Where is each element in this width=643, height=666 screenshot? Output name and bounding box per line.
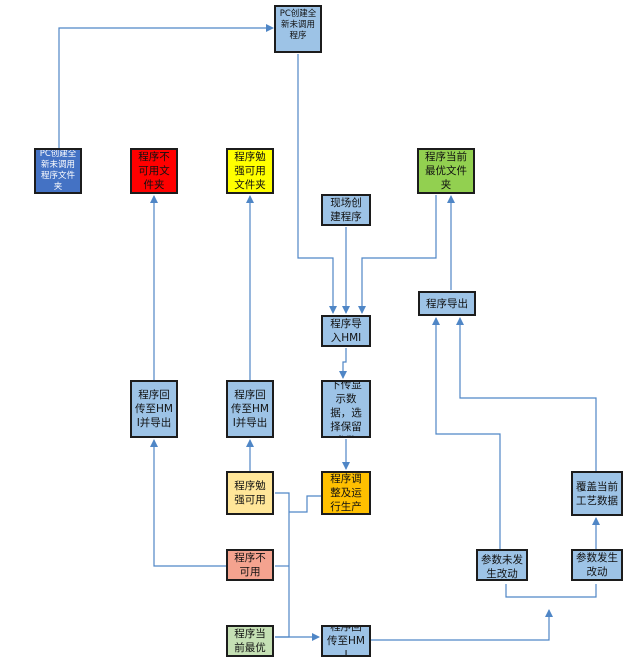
best-program-folder-label: 程序当前最优文件夹 [425, 151, 467, 191]
current-best-box: 程序当前最优 [226, 625, 274, 657]
import-hmi-box: 程序导入HMI [321, 315, 371, 347]
unusable-label: 程序不可用 [234, 552, 266, 578]
connector-import-to-download [339, 348, 347, 379]
current-best-label: 程序当前最优 [234, 628, 266, 654]
pc-new-program-folder-label: PC创建全新未调用程序文件夹 [39, 149, 77, 192]
connector-unusable-to-upload-left [150, 439, 226, 567]
overwrite-params-box: 覆盖当前工艺数据 [571, 471, 623, 516]
pc-create-new-program-label: PC创建全新未调用程序 [279, 9, 317, 41]
program-export-label: 程序导出 [426, 297, 468, 310]
upload-export-mid-box: 程序回传至HMI并导出 [226, 380, 274, 438]
params-unchanged-label: 参数未发生改动 [481, 554, 523, 580]
barely-usable-box: 程序勉强可用 [226, 471, 274, 515]
onsite-create-program-label: 现场创建程序 [330, 197, 362, 223]
connector-overwrite-to-export [456, 317, 597, 471]
best-program-folder-box: 程序当前最优文件夹 [417, 148, 475, 194]
connector-pc-folder-to-pc-create [58, 24, 274, 148]
download-prompt-box: 下传显示数据，选择保留参数 [321, 380, 371, 438]
params-changed-label: 参数发生改动 [576, 552, 618, 578]
adjust-run-production-box: 程序调整及运行生产 [321, 471, 371, 515]
connector-adjust-to-bracket [289, 495, 321, 513]
upload-export-left-box: 程序回传至HMI并导出 [130, 380, 178, 438]
connector-best-folder-to-import [358, 195, 437, 314]
pc-create-new-program-box: PC创建全新未调用程序 [274, 5, 322, 53]
upload-export-mid-label: 程序回传至HMI并导出 [231, 389, 269, 429]
connector-upload-hmi-to-params [371, 609, 553, 641]
overwrite-params-label: 覆盖当前工艺数据 [576, 480, 618, 507]
import-hmi-label: 程序导入HMI [330, 318, 362, 344]
download-prompt-label: 下传显示数据，选择保留参数 [330, 380, 362, 436]
connector-pc-create-to-import [297, 54, 337, 314]
barely-usable-folder-label: 程序勉强可用文件夹 [234, 151, 266, 191]
params-unchanged-box: 参数未发生改动 [476, 549, 528, 581]
upload-hmi-label: 程序回传至HMI [327, 625, 365, 657]
program-export-box: 程序导出 [418, 291, 476, 316]
barely-usable-folder-box: 程序勉强可用文件夹 [226, 148, 274, 194]
upload-hmi-box: 程序回传至HMI [321, 625, 371, 657]
unusable-folder-label: 程序不可用文件夹 [138, 151, 170, 191]
onsite-create-program-box: 现场创建程序 [321, 194, 371, 226]
connector-unchanged-to-export [432, 317, 501, 549]
upload-export-left-label: 程序回传至HMI并导出 [135, 389, 173, 429]
unusable-box: 程序不可用 [226, 549, 274, 581]
connector-params-bracket [505, 584, 597, 598]
barely-usable-label: 程序勉强可用 [234, 480, 266, 506]
connector-bracket-spine [275, 492, 290, 638]
params-changed-box: 参数发生改动 [571, 549, 623, 581]
pc-new-program-folder-box: PC创建全新未调用程序文件夹 [34, 148, 82, 194]
adjust-run-production-label: 程序调整及运行生产 [330, 473, 362, 513]
unusable-folder-box: 程序不可用文件夹 [130, 148, 178, 194]
